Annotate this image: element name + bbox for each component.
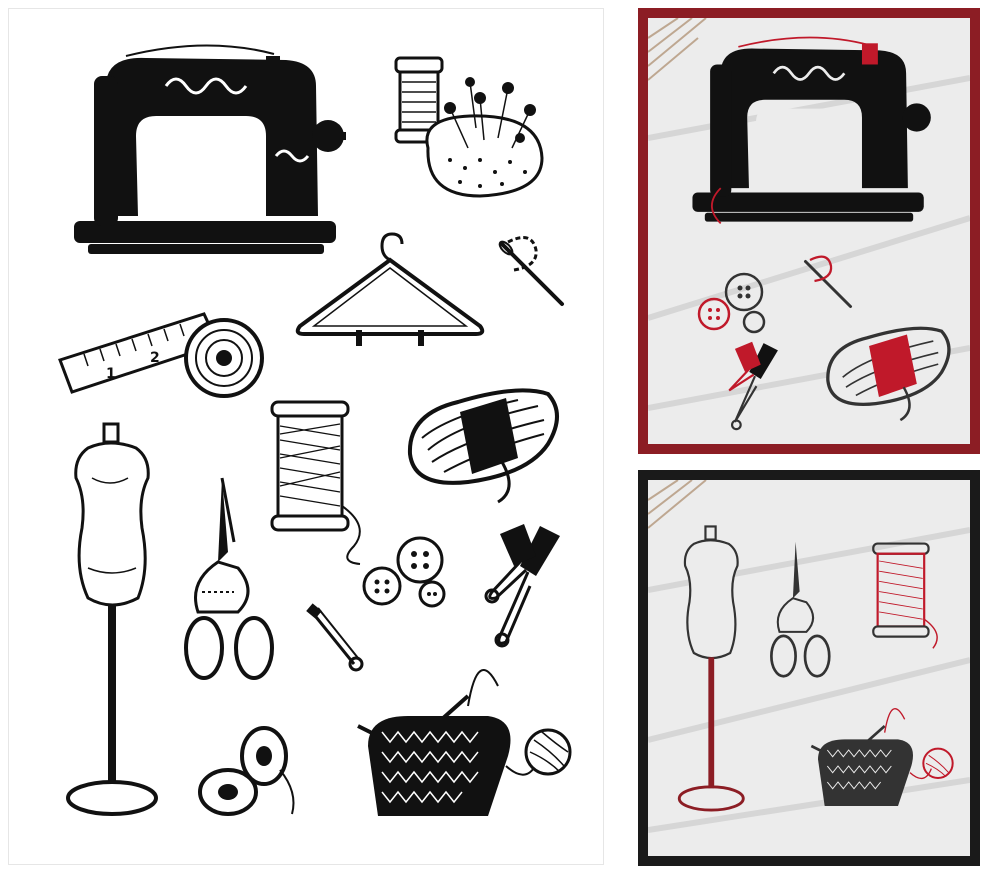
hanger-icon — [290, 226, 490, 352]
tape-measure-icon: 1 2 3 — [54, 300, 268, 400]
card-knitting-icon — [798, 698, 958, 814]
bobbins-icon — [188, 722, 308, 822]
tape-number-1: 1 — [106, 366, 116, 382]
safety-pins-icon — [480, 516, 576, 650]
pin-cushion-icon — [380, 48, 560, 208]
card-thread-spool-icon — [866, 538, 946, 664]
card-dress-form-icon — [672, 506, 752, 832]
card-needle-icon — [798, 250, 858, 312]
safety-pin-icon — [304, 603, 364, 676]
needle-icon — [492, 230, 572, 310]
tape-number-2: 2 — [150, 350, 160, 366]
card-yarn-skein-icon — [818, 298, 958, 422]
card-buttons-icon — [694, 268, 774, 338]
knitting-icon — [338, 656, 578, 826]
card-stork-scissors-icon — [766, 536, 840, 686]
card-safety-pins-icon — [720, 336, 790, 432]
thread-spool-icon — [262, 396, 372, 566]
black-framed-card — [638, 470, 980, 866]
yarn-skein-icon — [398, 354, 568, 504]
sewing-machine-icon — [66, 44, 346, 268]
dress-form-icon — [58, 418, 168, 822]
clear-stamp-sheet: 1 2 3 — [8, 8, 604, 865]
stork-scissors-icon — [178, 472, 288, 690]
red-framed-card — [638, 8, 980, 454]
card-surface — [648, 18, 970, 444]
card-surface — [648, 480, 970, 856]
buttons-icon — [360, 532, 456, 612]
card-sewing-machine-icon — [684, 36, 934, 234]
